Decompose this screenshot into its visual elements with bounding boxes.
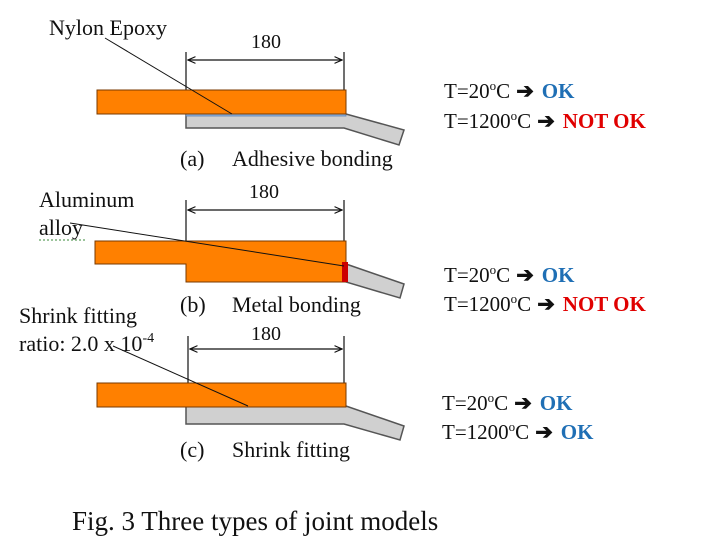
caption-letter: (c) (180, 437, 204, 462)
material-label-line1: Shrink fitting (19, 303, 137, 328)
material-label-line2: alloy (39, 215, 83, 240)
insert-tube (185, 113, 405, 146)
result-row-1200: T=1200oC➔NOT OK (444, 291, 647, 316)
arrow-icon: ➔ (535, 420, 553, 444)
material-label-line1: Aluminum (39, 187, 134, 212)
caption-letter: (b) (180, 292, 206, 317)
figure-caption: Fig. 3 Three types of joint models (72, 506, 438, 536)
leader-line (104, 37, 233, 115)
result-row-20: T=20oC➔OK (444, 78, 575, 103)
caption-text: Shrink fitting (232, 437, 350, 462)
arrow-icon: ➔ (516, 263, 534, 287)
status-ok: OK (540, 391, 573, 415)
material-label-line2: ratio: 2.0 x 10-4 (19, 331, 154, 356)
leader-line (69, 222, 345, 267)
result-row-20: T=20oC➔OK (444, 262, 575, 287)
material-label: Nylon Epoxy (49, 15, 167, 40)
aluminum-bond-layer (342, 262, 348, 282)
status-not-ok: NOT OK (563, 292, 647, 316)
orange-member (94, 240, 347, 283)
dimension-label: 180 (251, 31, 281, 53)
caption-text: Adhesive bonding (232, 146, 393, 171)
caption-text: Metal bonding (232, 292, 361, 317)
status-ok: OK (542, 263, 575, 287)
result-row-1200: T=1200oC➔NOT OK (444, 108, 647, 133)
status-ok: OK (561, 420, 594, 444)
insert-tube (185, 405, 405, 441)
dimension-label: 180 (249, 181, 279, 203)
status-ok: OK (542, 79, 575, 103)
panel-metal-bonding: 180 Aluminum alloy (b) Metal bonding T=2… (39, 181, 647, 317)
dimension-180-b: 180 (185, 181, 345, 242)
leader-line (112, 345, 249, 407)
panel-adhesive-bonding: 180 Nylon Epoxy (a) Adhesive bonding T=2… (49, 15, 647, 171)
caption-letter: (a) (180, 146, 204, 171)
arrow-icon: ➔ (514, 391, 532, 415)
dimension-label: 180 (251, 323, 281, 345)
orange-member (96, 382, 347, 408)
arrow-icon: ➔ (537, 292, 555, 316)
result-row-20: T=20oC➔OK (442, 390, 573, 415)
dimension-180-c: 180 (187, 323, 345, 384)
status-not-ok: NOT OK (563, 109, 647, 133)
dimension-180-a: 180 (185, 31, 345, 92)
panel-shrink-fitting: 180 Shrink fitting ratio: 2.0 x 10-4 (c)… (19, 303, 594, 462)
result-row-1200: T=1200oC➔OK (442, 419, 594, 444)
orange-member (96, 89, 347, 115)
arrow-icon: ➔ (516, 79, 534, 103)
arrow-icon: ➔ (537, 109, 555, 133)
